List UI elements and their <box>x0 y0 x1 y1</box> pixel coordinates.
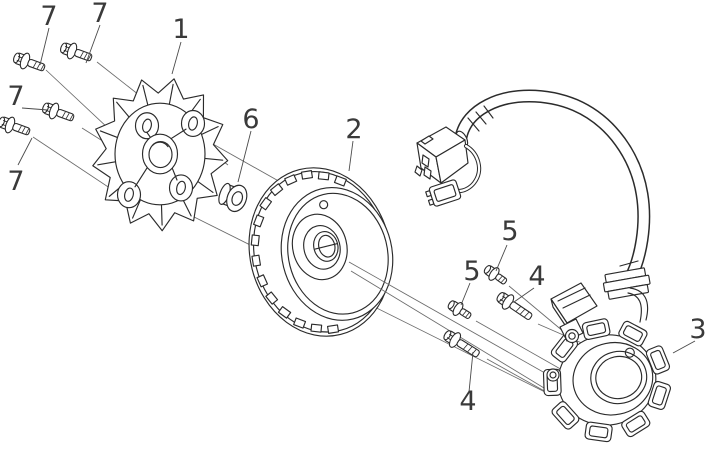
callout-1: 1 <box>172 14 189 45</box>
callout-5-a: 5 <box>501 216 518 247</box>
stator-core <box>531 307 683 453</box>
pickup-sensor <box>547 283 597 381</box>
callout-labels: 7 7 1 7 7 6 2 5 5 4 4 3 <box>7 0 706 417</box>
stator-assembly <box>415 96 683 454</box>
callout-6: 6 <box>242 104 259 135</box>
callout-3: 3 <box>689 314 706 345</box>
spacer-collar <box>216 180 251 215</box>
callout-2: 2 <box>345 114 362 145</box>
rotor-vent-slots <box>234 162 381 348</box>
stator-poles <box>531 307 683 453</box>
callout-7-a: 7 <box>40 1 57 32</box>
callout-7-b: 7 <box>91 0 108 29</box>
wire-grommet <box>602 267 652 300</box>
leader-lines <box>18 25 695 392</box>
wire-harness <box>454 96 644 279</box>
callout-5-b: 5 <box>463 256 480 287</box>
fan-flywheel <box>93 79 228 231</box>
fan-hub <box>118 110 205 207</box>
callout-7-c: 7 <box>7 81 24 112</box>
harness-connector <box>415 127 468 183</box>
callout-4-b: 4 <box>459 386 476 417</box>
callout-7-d: 7 <box>7 166 24 197</box>
pickup-wire-connector <box>425 146 479 208</box>
callout-4-a: 4 <box>528 261 545 292</box>
magneto-rotor <box>232 152 410 351</box>
rotor-hub <box>286 208 354 285</box>
stator-bolts-4 <box>440 288 536 363</box>
